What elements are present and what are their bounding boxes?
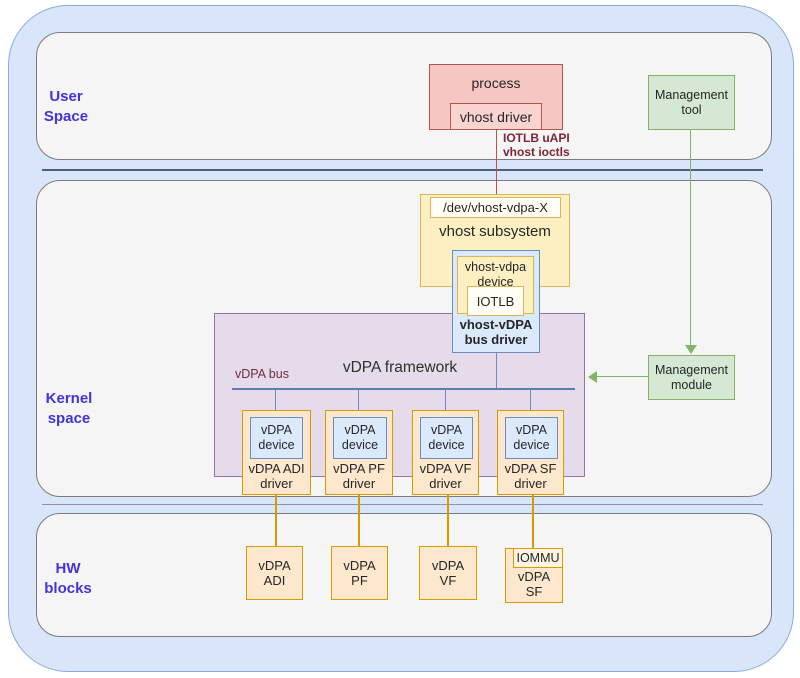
hw-vdpa-sf-label: vDPA SF <box>517 569 551 600</box>
vdpa-framework-label: vDPA framework <box>342 359 458 376</box>
hw-vdpa-pf-box: vDPA PF <box>331 546 388 600</box>
driver-to-hw-connector <box>275 495 277 546</box>
hw-blocks-section <box>36 513 772 637</box>
management-tool-connector <box>690 130 691 345</box>
bus-to-device-connector <box>445 390 446 417</box>
driver-to-hw-connector <box>447 495 449 546</box>
hw-vdpa-vf-box: vDPA VF <box>419 546 477 600</box>
driver-to-hw-connector <box>358 495 360 546</box>
iotlb-box: IOTLB <box>467 286 524 316</box>
kernel-hw-divider <box>42 504 763 505</box>
vdpa-pf-driver-label: vDPA PF driver <box>333 461 385 492</box>
iommu-box: IOMMU <box>513 548 563 568</box>
vdpa-vf-driver-label: vDPA VF driver <box>419 461 472 492</box>
vdpa-device-box: vDPA device <box>250 417 303 459</box>
management-module-box: Management module <box>648 355 735 400</box>
bus-to-device-connector <box>358 390 359 417</box>
hw-vdpa-adi-box: vDPA ADI <box>246 546 303 600</box>
user-space-label: User Space <box>43 88 89 125</box>
vdpa-device-box: vDPA device <box>333 417 387 459</box>
vdpa-bus-label: vDPA bus <box>235 367 289 381</box>
vhost-driver-box: vhost driver <box>450 103 542 130</box>
vdpa-device-box: vDPA device <box>420 417 473 459</box>
vhost-ioctl-connector <box>496 130 497 194</box>
dev-vhost-vdpa-box: /dev/vhost-vdpa-X <box>430 197 561 218</box>
iotlb-uapi-annotation: IOTLB uAPI vhost ioctls <box>503 131 570 160</box>
bus-to-device-connector <box>530 390 531 417</box>
vdpa-device-box: vDPA device <box>505 417 558 459</box>
management-tool-box: Management tool <box>648 75 735 130</box>
vdpa-sf-driver-label: vDPA SF driver <box>504 461 557 492</box>
process-label: process <box>471 75 521 91</box>
hw-blocks-label: HW blocks <box>44 560 92 597</box>
busdriver-to-bus-connector <box>496 353 497 388</box>
arrow-left-icon <box>588 371 597 383</box>
kernel-space-label: Kernel space <box>45 390 93 427</box>
arrow-down-icon <box>685 345 697 354</box>
vdpa-bus-line <box>232 388 575 390</box>
vhost-vdpa-bus-driver-label: vhost-vDPA bus driver <box>459 317 533 348</box>
vdpa-adi-driver-label: vDPA ADI driver <box>248 461 305 492</box>
vhost-subsystem-label: vhost subsystem <box>439 223 551 240</box>
management-module-connector <box>596 376 648 377</box>
bus-to-device-connector <box>275 390 276 417</box>
user-kernel-divider <box>42 169 763 171</box>
driver-to-hw-connector <box>532 495 534 548</box>
